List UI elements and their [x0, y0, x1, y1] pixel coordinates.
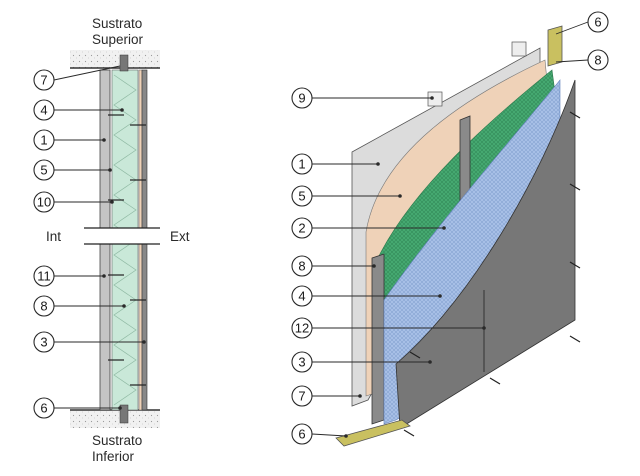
svg-text:11: 11	[37, 269, 51, 284]
iso-callout-6-top: 6	[555, 11, 609, 35]
iso-callout-8: 8	[291, 255, 376, 277]
section-fasteners	[108, 114, 146, 386]
section-break	[85, 228, 165, 244]
svg-text:3: 3	[40, 335, 47, 350]
svg-text:3: 3	[298, 355, 305, 370]
top-substrate-label-1: Sustrato	[92, 16, 142, 31]
iso-bottom-track	[335, 419, 411, 447]
top-substrate	[70, 50, 160, 68]
svg-text:6: 6	[594, 15, 601, 30]
svg-text:12: 12	[295, 321, 309, 336]
iso-callout-1: 1	[291, 153, 380, 175]
iso-callout-5: 5	[291, 185, 402, 207]
iso-callout-4: 4	[291, 285, 442, 307]
svg-text:4: 4	[40, 103, 47, 118]
svg-text:6: 6	[40, 401, 47, 416]
iso-callout-6: 6	[291, 423, 348, 445]
iso-top-clip-2	[511, 41, 527, 57]
interior-label: Int	[46, 229, 61, 244]
svg-text:7: 7	[298, 389, 305, 404]
iso-callout-12: 12	[291, 317, 486, 339]
svg-text:6: 6	[298, 427, 305, 442]
svg-text:8: 8	[40, 299, 47, 314]
svg-text:4: 4	[298, 289, 305, 304]
svg-text:2: 2	[298, 221, 305, 236]
svg-text:9: 9	[298, 91, 305, 106]
iso-callout-8-top: 8	[555, 49, 609, 71]
svg-text:10: 10	[37, 195, 51, 210]
section-callout-5: 10	[33, 191, 114, 213]
iso-callout-2: 2	[291, 217, 446, 239]
section-callout-4: 5	[33, 159, 112, 181]
section-callout-6: 11	[33, 265, 106, 287]
section-callout-9: 6	[33, 397, 122, 419]
svg-text:1: 1	[298, 157, 305, 172]
iso-callout-3: 3	[291, 351, 432, 373]
iso-top-track	[547, 25, 563, 67]
iso-callout-7: 7	[291, 385, 362, 407]
svg-text:8: 8	[594, 53, 601, 68]
svg-text:7: 7	[40, 73, 47, 88]
svg-text:5: 5	[40, 163, 47, 178]
top-substrate-label-2: Superior	[92, 32, 144, 47]
section-callout-7: 8	[33, 295, 126, 317]
iso-fasteners	[403, 111, 581, 437]
section-callout-2: 4	[33, 99, 124, 121]
svg-text:1: 1	[40, 133, 47, 148]
section-callout-8: 3	[33, 331, 146, 353]
iso-steel-stud-front	[371, 253, 385, 425]
svg-text:8: 8	[298, 259, 305, 274]
exterior-label: Ext	[170, 229, 190, 244]
top-anchor	[119, 54, 129, 72]
section-callout-1: 7	[33, 65, 121, 91]
iso-callout-9: 9	[291, 87, 434, 109]
section-callout-3: 1	[33, 129, 106, 151]
bottom-anchor	[119, 404, 129, 424]
section-view: Sustrato Superior Sustrato Inferior Int …	[33, 16, 190, 464]
svg-text:5: 5	[298, 189, 305, 204]
bottom-substrate	[70, 410, 160, 428]
iso-top-clip	[427, 91, 443, 107]
bottom-substrate-label-2: Inferior	[92, 449, 135, 464]
isometric-view: 6 8 9 1 5 2	[291, 11, 609, 447]
bottom-substrate-label-1: Sustrato	[92, 433, 142, 448]
iso-cement-board	[395, 79, 576, 429]
